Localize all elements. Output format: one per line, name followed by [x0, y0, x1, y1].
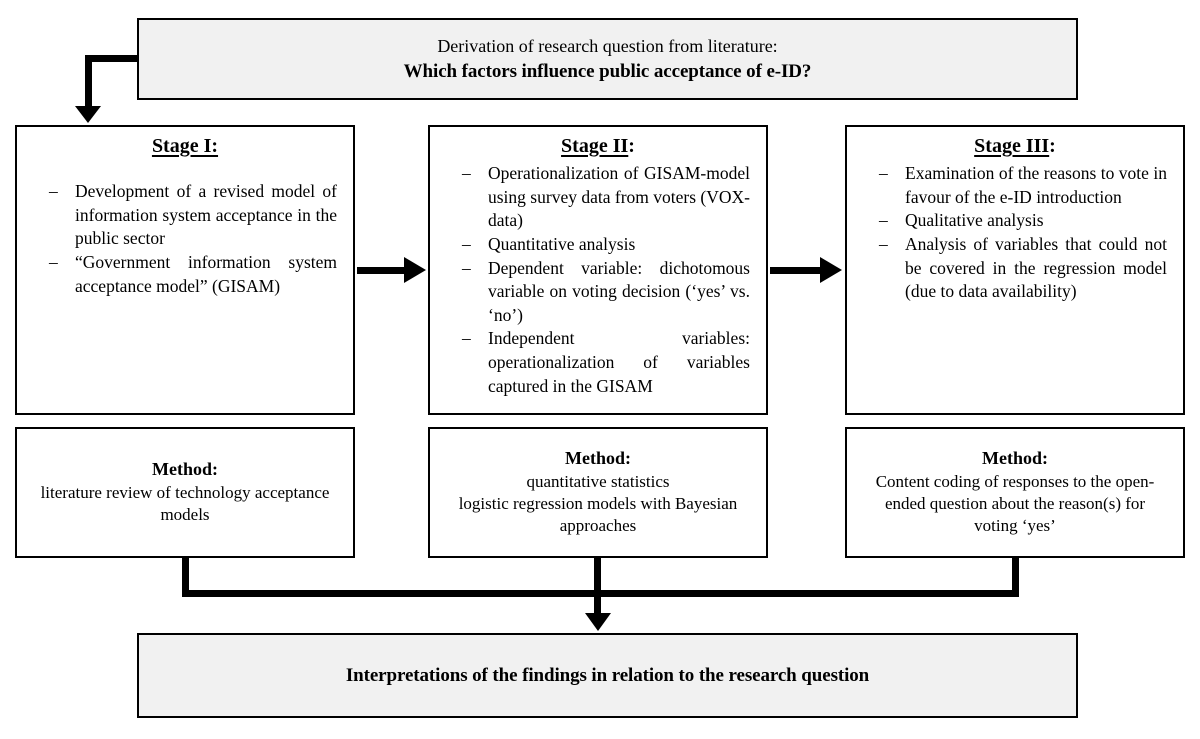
- arrowhead-down-icon: [585, 613, 611, 631]
- arrow-segment: [85, 55, 92, 107]
- stage1-box: Stage I: Development of a revised model …: [15, 125, 355, 415]
- stage1-item-list: Development of a revised model of inform…: [27, 180, 343, 298]
- interpretation-box: Interpretations of the findings in relat…: [137, 633, 1078, 718]
- stage3-box: Stage III: Examination of the reasons to…: [845, 125, 1185, 415]
- stage2-box: Stage II: Operationalization of GISAM-mo…: [428, 125, 768, 415]
- research-question-intro: Derivation of research question from lit…: [437, 35, 778, 56]
- stage3-title: Stage III:: [857, 135, 1173, 158]
- arrow-segment: [85, 55, 139, 62]
- stage2-title: Stage II:: [440, 135, 756, 158]
- stage3-item: Examination of the reasons to vote in fa…: [879, 162, 1167, 209]
- stage3-item: Analysis of variables that could not be …: [879, 233, 1167, 304]
- stage2-title-suffix: :: [628, 135, 635, 157]
- method3-title: Method:: [982, 448, 1048, 469]
- stage2-item-list: Operationalization of GISAM-model using …: [440, 162, 756, 398]
- stage3-title-suffix: :: [1049, 135, 1056, 157]
- stage1-title: Stage I:: [27, 135, 343, 158]
- stage1-item: Development of a revised model of inform…: [49, 180, 337, 251]
- arrowhead-right-icon: [404, 257, 426, 283]
- stage3-item-list: Examination of the reasons to vote in fa…: [857, 162, 1173, 304]
- connector-segment: [182, 590, 1019, 597]
- method3-text: Content coding of responses to the open-…: [875, 471, 1155, 536]
- method2-text: logistic regression models with Bayesian…: [458, 493, 738, 536]
- arrow-segment: [357, 267, 406, 274]
- method1-box: Method: literature review of technology …: [15, 427, 355, 558]
- method2-title: Method:: [565, 448, 631, 469]
- connector-segment: [1012, 556, 1019, 597]
- stage2-item: Independent variables: operationalizatio…: [462, 327, 750, 398]
- stage1-title-text: Stage I:: [151, 135, 219, 157]
- method2-box: Method: quantitative statistics logistic…: [428, 427, 768, 558]
- research-question-box: Derivation of research question from lit…: [137, 18, 1078, 100]
- arrowhead-right-icon: [820, 257, 842, 283]
- stage2-item: Operationalization of GISAM-model using …: [462, 162, 750, 233]
- connector-segment: [182, 556, 189, 597]
- stage1-item: “Government information system acceptanc…: [49, 251, 337, 298]
- method1-text: literature review of technology acceptan…: [40, 482, 330, 525]
- stage3-title-text: Stage III: [974, 135, 1050, 157]
- method1-title: Method:: [152, 459, 218, 480]
- stage2-title-text: Stage II: [561, 135, 629, 157]
- connector-segment: [594, 556, 601, 614]
- stage2-item: Quantitative analysis: [462, 233, 750, 257]
- stage2-item: Dependent variable: dichotomous variable…: [462, 257, 750, 328]
- method2-text: quantitative statistics: [526, 471, 670, 491]
- interpretation-text: Interpretations of the findings in relat…: [345, 664, 870, 686]
- stage3-item: Qualitative analysis: [879, 209, 1167, 233]
- research-question-text: Which factors influence public acceptanc…: [403, 61, 812, 83]
- arrow-segment: [770, 267, 822, 274]
- method3-box: Method: Content coding of responses to t…: [845, 427, 1185, 558]
- arrowhead-down-icon: [75, 106, 101, 123]
